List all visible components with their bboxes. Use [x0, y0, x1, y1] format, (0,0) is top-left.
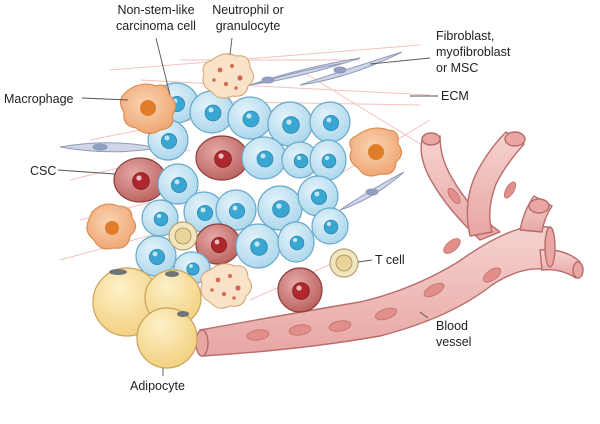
- label-t-cell: T cell: [375, 253, 405, 267]
- t-cells: [168, 221, 359, 278]
- nucleus-highlight: [164, 135, 170, 141]
- nucleus-highlight: [326, 221, 332, 227]
- fibroblasts: [59, 51, 405, 211]
- carcinoma-nucleus: [250, 238, 268, 256]
- nucleus-highlight: [326, 117, 332, 123]
- nucleus-highlight: [246, 113, 252, 119]
- neutrophil-cell: [202, 53, 254, 99]
- neutrophils: [200, 53, 254, 309]
- carcinoma-cluster: [113, 82, 351, 313]
- nucleus-highlight: [174, 179, 180, 185]
- label-macrophage: Macrophage: [4, 92, 74, 106]
- carcinoma-nucleus: [186, 262, 200, 276]
- nucleus-highlight: [156, 213, 162, 219]
- carcinoma-nucleus: [272, 200, 290, 218]
- carcinoma-nucleus: [310, 188, 327, 205]
- macrophages: [86, 83, 403, 250]
- label-csc: CSC: [30, 164, 56, 178]
- carcinoma-nucleus: [321, 153, 337, 169]
- carcinoma-nucleus: [160, 132, 177, 149]
- nucleus-highlight: [276, 203, 282, 209]
- red-blood-cells: [246, 181, 517, 341]
- blood-vessel: [195, 131, 584, 357]
- carcinoma-nucleus: [204, 104, 222, 122]
- adipocytes: [92, 267, 202, 369]
- nucleus-highlight: [214, 239, 220, 245]
- nucleus-highlight: [136, 175, 142, 181]
- csc-nucleus: [214, 150, 232, 168]
- nucleus-highlight: [189, 264, 193, 268]
- nucleus-highlight: [218, 153, 224, 159]
- fibroblast-cell: [299, 51, 403, 86]
- carcinoma-nucleus: [148, 248, 165, 265]
- nucleus-highlight: [232, 205, 238, 211]
- carcinoma-nucleus: [228, 202, 245, 219]
- nucleus-highlight: [324, 155, 330, 161]
- nucleus-highlight: [152, 251, 158, 257]
- carcinoma-nucleus: [153, 211, 169, 227]
- carcinoma-nucleus: [256, 150, 274, 168]
- csc-nucleus: [210, 236, 227, 253]
- fibroblast-cell: [59, 142, 159, 153]
- leader-lines: [57, 37, 438, 376]
- nucleus-highlight: [260, 153, 266, 159]
- nucleus-highlight: [200, 207, 206, 213]
- carcinoma-nucleus: [293, 153, 309, 169]
- carcinoma-nucleus: [242, 110, 260, 128]
- carcinoma-nucleus: [289, 235, 305, 251]
- carcinoma-nucleus: [196, 204, 213, 221]
- nucleus-highlight: [292, 237, 298, 243]
- carcinoma-nucleus: [323, 219, 339, 235]
- nucleus-highlight: [254, 241, 260, 247]
- carcinoma-nucleus: [322, 115, 339, 132]
- nucleus-highlight: [208, 107, 214, 113]
- neutrophil-cell: [200, 263, 252, 309]
- adipocyte-cell: [136, 307, 198, 369]
- nucleus-highlight: [296, 155, 302, 161]
- nucleus-highlight: [286, 119, 292, 125]
- csc-nucleus: [132, 172, 150, 190]
- carcinoma-nucleus: [282, 116, 300, 134]
- nucleus-highlight: [314, 191, 320, 197]
- nucleus-highlight: [296, 285, 302, 291]
- label-adipocyte: Adipocyte: [130, 379, 185, 393]
- csc-nucleus: [292, 282, 310, 300]
- label-ecm: ECM: [441, 89, 469, 103]
- carcinoma-nucleus: [170, 176, 187, 193]
